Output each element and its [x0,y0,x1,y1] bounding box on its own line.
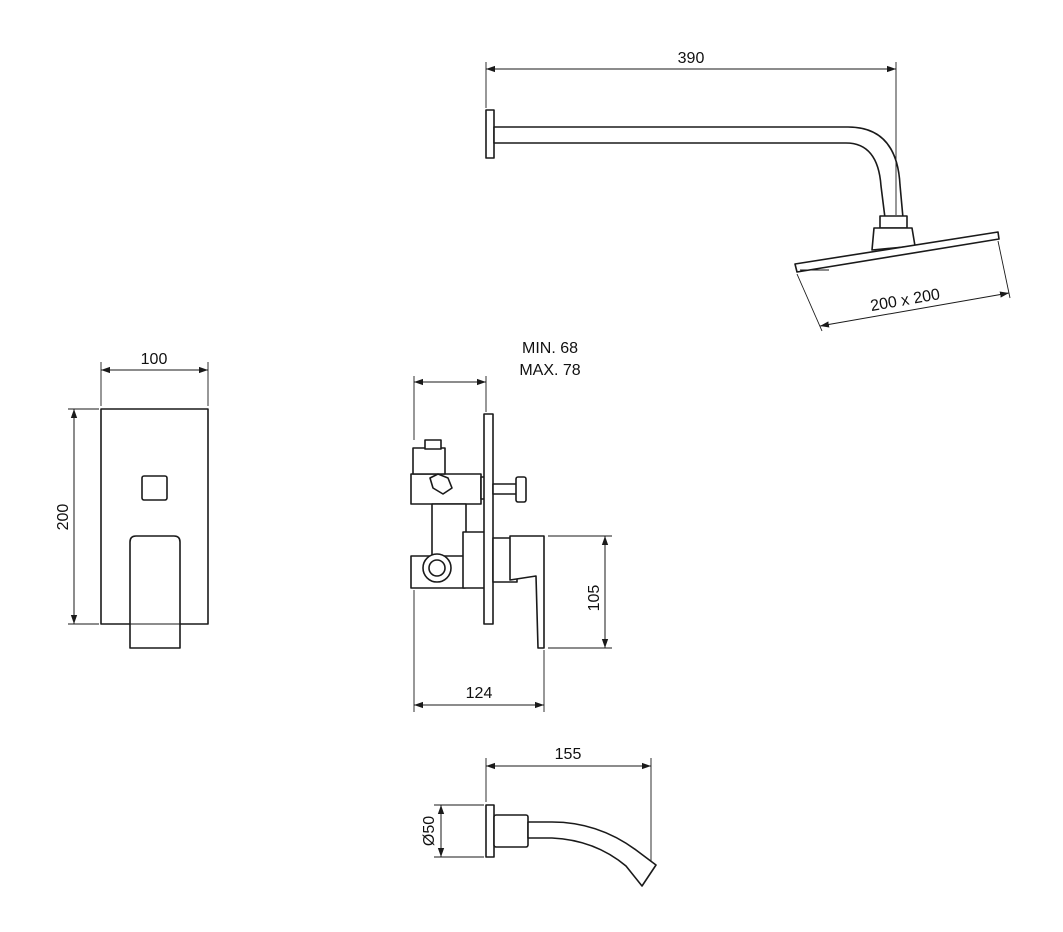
dim-total-depth: 124 [413,590,545,712]
diverter-knob [515,476,527,503]
cartridge-housing [462,531,486,589]
wall-plate-section [483,413,494,625]
spout-body [527,821,657,887]
bath-spout [485,804,657,887]
mixer-handle-front [129,535,181,649]
top-connector-cap [424,439,442,450]
dim-label-155: 155 [555,746,582,763]
dim-plate-height: 200 [55,408,99,625]
diverter-button [141,475,168,501]
cover-plate-front-view [100,408,209,649]
spout-flange [485,804,495,858]
dim-plate-width: 100 [100,351,209,406]
dim-label-min-68: MIN. 68 [522,340,578,357]
diverter-stem [492,483,520,495]
dim-label-200: 200 [55,504,72,531]
dim-label-d50: Ø50 [421,816,438,846]
valve-side-view [410,413,545,649]
dim-handle-height: 105 [548,535,612,649]
dim-shower-arm-length: 390 [485,50,897,215]
dim-spout-length: 155 [485,746,652,862]
dim-install-depth: MIN. 68 MAX. 78 [413,340,581,440]
shower-arm [493,126,904,219]
dim-label-390: 390 [678,50,705,67]
dim-label-max-78: MAX. 78 [519,362,580,379]
shower-arm-assembly [485,109,1000,273]
wall-flange [485,109,495,159]
lower-outlet-port-inner [428,559,446,577]
mixer-handle-side [509,535,545,649]
shower-head [794,231,1000,273]
dim-label-100: 100 [141,351,168,368]
dim-label-124: 124 [466,685,493,702]
dim-spout-flange-diameter: Ø50 [421,804,484,858]
dim-label-105: 105 [586,585,603,612]
top-connector [412,447,446,475]
arm-nut [879,215,908,229]
valve-nut [429,473,453,495]
spout-collar [493,814,529,848]
